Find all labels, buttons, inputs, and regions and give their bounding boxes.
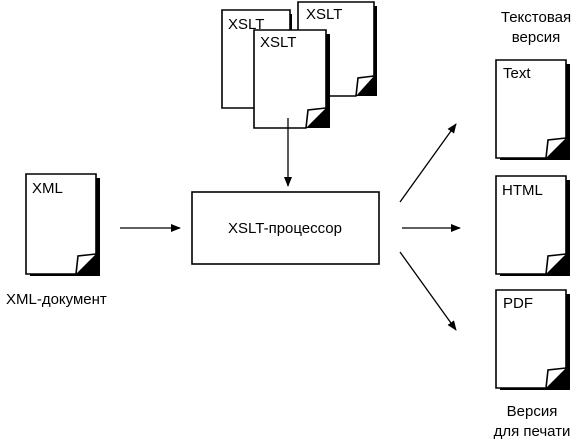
processor-to-text-arrow bbox=[399, 123, 457, 203]
xslt-processor-label: XSLT-процессор bbox=[228, 220, 342, 237]
pdf-output-document: PDF bbox=[495, 289, 570, 390]
text-version-caption-line2: версия bbox=[512, 29, 561, 46]
xml-doc-label: XML bbox=[32, 180, 63, 197]
xml-document-caption: XML-документ bbox=[6, 291, 107, 308]
xslt-front-label: XSLT bbox=[260, 34, 296, 51]
text-output-document: Text bbox=[495, 59, 570, 160]
html-output-document: HTML bbox=[495, 175, 570, 276]
pdf-doc-label: PDF bbox=[503, 295, 533, 312]
xslt-stylesheet-front: XSLT bbox=[253, 29, 330, 129]
text-doc-label: Text bbox=[503, 65, 531, 82]
xslt-processor-box: XSLT-процессор bbox=[191, 191, 380, 265]
text-version-caption-line1: Текстовая bbox=[501, 9, 571, 26]
print-version-caption-line1: Версия bbox=[507, 403, 558, 420]
html-doc-label: HTML bbox=[502, 182, 543, 199]
processor-to-pdf-arrow bbox=[399, 251, 457, 331]
xml-input-document: XML bbox=[25, 173, 100, 276]
xslt-back-left-label: XSLT bbox=[228, 16, 264, 33]
xslt-back-right-label: XSLT bbox=[306, 6, 342, 23]
print-version-caption-line2: для печати bbox=[494, 423, 571, 440]
